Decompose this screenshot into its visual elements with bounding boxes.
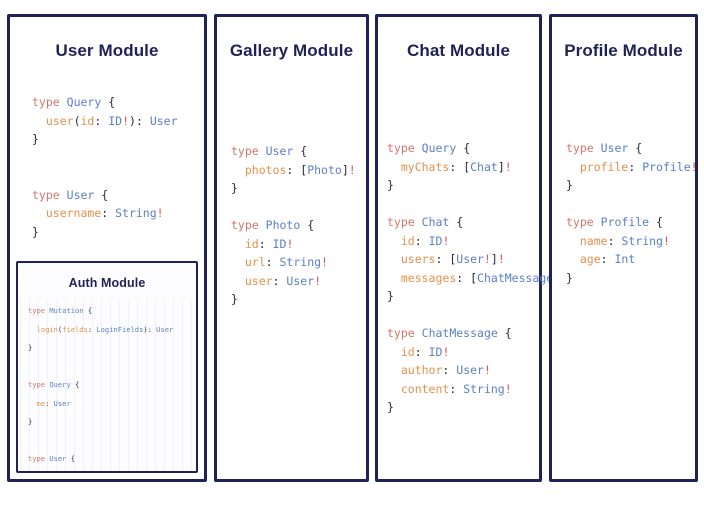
code-line: type User { [231, 144, 308, 158]
code-line: } [231, 181, 238, 195]
code-line: type User { [566, 141, 643, 155]
code-line: id: ID! [28, 472, 173, 474]
code-line: } [28, 417, 33, 426]
code-line [387, 195, 567, 214]
code-line [32, 149, 178, 168]
code-line: content: String! [400, 381, 512, 396]
code-line: type Query { [32, 95, 116, 109]
code-line: } [231, 292, 238, 306]
code-line: profile: Profile! [579, 159, 698, 174]
code-line: } [387, 400, 394, 414]
code-line: } [28, 343, 33, 352]
code-line: type User { [28, 454, 76, 463]
code-line: id: ID! [400, 344, 450, 359]
code-line [387, 306, 567, 325]
panel-title-gallery-module: Gallery Module [229, 41, 354, 60]
code-line: messages: [ChatMessage]! [400, 270, 567, 285]
code-line: type Query { [28, 380, 80, 389]
code-line [28, 435, 173, 454]
code-line: type User { [32, 187, 109, 202]
code-line: } [387, 289, 394, 303]
code-block-auth-module: type Mutation { login(fields: LoginField… [28, 305, 174, 474]
code-line: type ChatMessage { [387, 326, 512, 340]
code-line: age: Int [579, 252, 636, 266]
code-line: photos: [Photo]! [244, 162, 356, 177]
code-block-profile-module: type User { profile: Profile!} type Prof… [566, 139, 698, 287]
panel-user-module[interactable]: User Module type Query { user(id: ID!): … [7, 14, 207, 482]
code-line [566, 195, 698, 214]
code-line: login(fields: LoginFields): User [36, 324, 174, 334]
code-block-gallery-module: type User { photos: [Photo]!} type Photo… [231, 142, 356, 309]
code-line: type Mutation { [28, 306, 93, 315]
panel-title-profile-module: Profile Module [564, 41, 683, 60]
panel-gallery-module[interactable]: Gallery Module type User { photos: [Phot… [214, 14, 369, 482]
code-line: myChats: [Chat]! [400, 159, 512, 174]
panel-title-auth-module: Auth Module [68, 276, 146, 290]
code-line [28, 361, 173, 380]
panel-chat-module[interactable]: Chat Module type Query { myChats: [Chat]… [375, 14, 567, 482]
code-line: type Chat { [387, 215, 464, 229]
code-line: users: [User!]! [400, 252, 505, 266]
code-block-user-module: type Query { user(id: ID!): User} type U… [32, 93, 178, 241]
code-line: type Photo { [231, 218, 315, 232]
code-line: } [566, 270, 573, 285]
code-line: id: ID! [244, 236, 294, 251]
code-line: type Query { [387, 141, 471, 155]
code-line: url: String! [244, 255, 328, 269]
code-line: } [32, 132, 39, 146]
code-line: me: User [36, 398, 71, 408]
code-line: author: User! [400, 363, 491, 377]
code-line: } [32, 224, 39, 239]
code-line [231, 198, 356, 217]
code-line: id: ID! [400, 233, 450, 248]
code-line: user: User! [244, 273, 322, 288]
code-line: username: String! [45, 206, 164, 220]
panel-title-user-module: User Module [55, 41, 159, 60]
code-line: type Profile { [566, 215, 663, 229]
code-line: } [566, 178, 573, 192]
code-line [32, 167, 178, 186]
panel-auth-module[interactable]: Auth Module type Mutation { login(fields… [16, 261, 198, 473]
code-line: user(id: ID!): User [45, 113, 178, 128]
code-line: } [387, 178, 394, 192]
panel-profile-module[interactable]: Profile Module type User { profile: Prof… [549, 14, 698, 482]
code-block-chat-module: type Query { myChats: [Chat]!} type Chat… [387, 139, 567, 417]
panel-title-chat-module: Chat Module [406, 41, 511, 60]
code-line: name: String! [579, 233, 670, 248]
